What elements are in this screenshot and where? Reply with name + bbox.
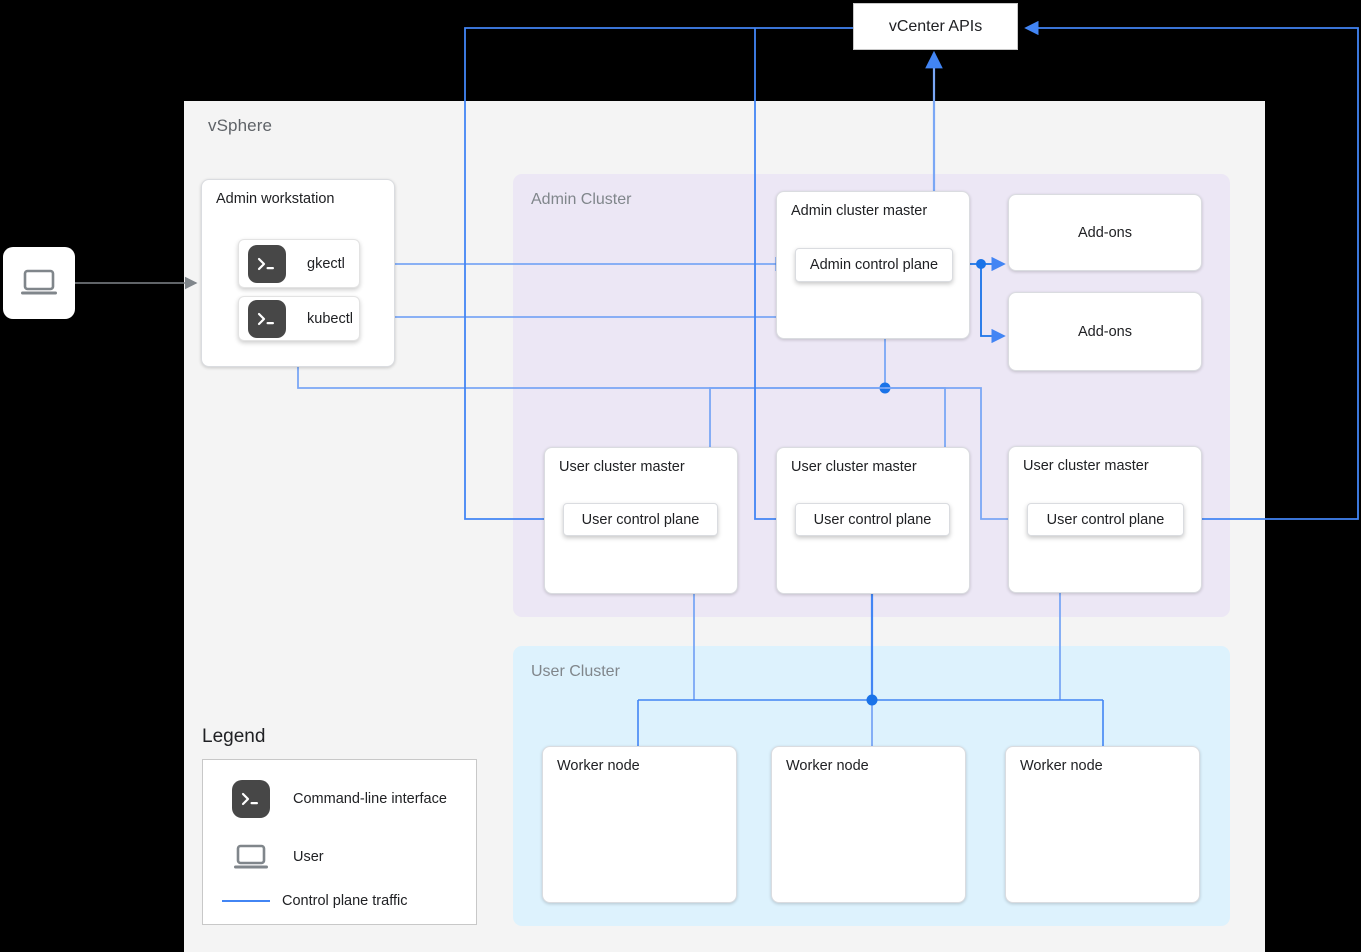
vsphere-label: vSphere <box>208 116 273 135</box>
admin-cluster-master-title: Admin cluster master <box>791 203 928 219</box>
worker-node-card-1[interactable]: Worker node <box>542 746 737 903</box>
laptop-icon <box>227 842 275 872</box>
user-laptop-node[interactable] <box>3 247 75 319</box>
cli-tool-kubectl-label: kubectl <box>307 310 353 327</box>
user-cluster-master-title-1: User cluster master <box>559 459 685 475</box>
user-cluster-label: User Cluster <box>531 663 620 680</box>
line-swatch-icon <box>222 900 270 902</box>
user-control-plane-chip-1[interactable]: User control plane <box>563 503 718 536</box>
admin-cluster-label: Admin Cluster <box>531 191 632 208</box>
user-control-plane-chip-3[interactable]: User control plane <box>1027 503 1184 536</box>
legend-item-cli: Command-line interface <box>227 780 447 818</box>
legend-item-user: User <box>227 842 324 872</box>
admin-workstation-title: Admin workstation <box>216 191 335 207</box>
cli-tool-gkectl[interactable]: gkectl <box>238 239 360 288</box>
user-control-plane-chip-2[interactable]: User control plane <box>795 503 950 536</box>
legend-title: Legend <box>202 726 266 747</box>
terminal-icon <box>248 299 286 338</box>
worker-node-title-3: Worker node <box>1020 758 1103 774</box>
admin-control-plane-chip[interactable]: Admin control plane <box>795 248 953 282</box>
worker-node-title-2: Worker node <box>786 758 869 774</box>
laptop-icon <box>21 269 57 295</box>
vcenter-apis-box[interactable]: vCenter APIs <box>853 3 1018 50</box>
addons-card-2[interactable]: Add-ons <box>1008 292 1202 371</box>
legend-item-traffic: Control plane traffic <box>222 893 407 909</box>
worker-node-card-3[interactable]: Worker node <box>1005 746 1200 903</box>
legend-item-traffic-label: Control plane traffic <box>282 893 408 909</box>
addons-card-1[interactable]: Add-ons <box>1008 194 1202 271</box>
terminal-icon <box>248 244 286 283</box>
worker-node-card-2[interactable]: Worker node <box>771 746 966 903</box>
cli-tool-kubectl[interactable]: kubectl <box>238 296 360 341</box>
terminal-icon <box>227 780 275 818</box>
user-cluster-master-title-2: User cluster master <box>791 459 917 475</box>
user-cluster-master-title-3: User cluster master <box>1023 458 1149 474</box>
legend-item-cli-label: Command-line interface <box>293 791 447 807</box>
worker-node-title-1: Worker node <box>557 758 640 774</box>
legend-item-user-label: User <box>293 849 324 865</box>
cli-tool-gkectl-label: gkectl <box>307 255 345 272</box>
